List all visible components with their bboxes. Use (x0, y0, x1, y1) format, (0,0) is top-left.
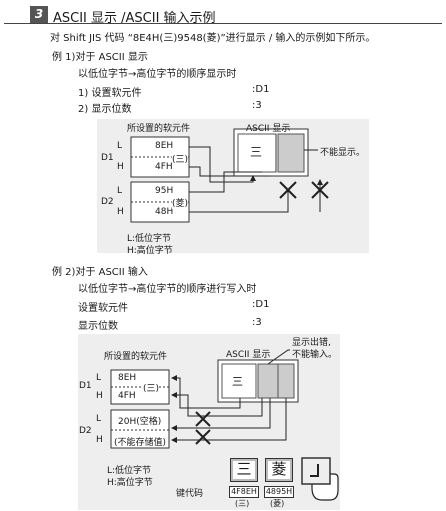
display2-cell-2 (257, 363, 279, 399)
ex2-keycode-label: 键代码 (176, 489, 204, 499)
ex1-d2-char: (菱) (172, 196, 189, 209)
section-header: 3 ASCII 显示 /ASCII 输入示例 (0, 0, 446, 26)
section-number-badge: 3 (30, 6, 48, 23)
blocked-x-mark-3 (195, 411, 211, 427)
ex1-d2-low-value: 95H (155, 186, 174, 196)
d1-device-label: 所设置的软元件 (127, 124, 191, 134)
ex2-device-label: 所设置的软元件 (104, 352, 168, 362)
header-divider (4, 23, 442, 24)
enter-key (301, 457, 331, 485)
ex1-d1-h: H (117, 162, 124, 172)
intro-text: 对 Shift JIS 代码 “8E4H(三)9548(菱)”进行显示 / 输入… (50, 33, 376, 44)
display2-cell-1 (221, 363, 257, 399)
ex2-d2-h: H (96, 435, 103, 445)
example1-setting-digits-value: :3 (252, 100, 262, 111)
ex2-d1-high-value: 4FH (118, 391, 136, 401)
ex2-legend-high: H:高位字节 (107, 478, 153, 488)
ex1-legend-low: L:低位字节 (127, 234, 172, 244)
ex2-d1-char: (三) (143, 381, 160, 394)
section-title: ASCII 显示 /ASCII 输入示例 (53, 11, 216, 26)
key2-sub: (菱) (270, 499, 285, 508)
example1-setting-digits-label: 2) 显示位数 (78, 104, 132, 115)
ex1-d2-h: H (117, 207, 124, 217)
key-san-button: 三 (230, 458, 258, 482)
ex2-d1-l: L (96, 373, 102, 383)
blocked-x-mark-1 (279, 181, 297, 199)
ex1-d1-label: D1 (101, 153, 114, 163)
example2-setting-digits-label: 显示位数 (78, 321, 118, 332)
ex1-display-char: 三 (250, 145, 263, 159)
ex1-d1-low-value: 8EH (155, 141, 174, 151)
ex1-d2-l: L (117, 186, 123, 196)
display2-cell-3 (277, 363, 295, 399)
ex2-d2-low-value: 20H(空格) (118, 417, 162, 427)
ex2-d1-h: H (96, 391, 103, 401)
ex2-error-line2: 不能输入。 (292, 350, 338, 360)
example2-setting-digits-value: :3 (252, 317, 262, 328)
ex2-display-char: 三 (232, 375, 243, 388)
example1-subtitle: 以低位字节→高位字节的顺序显示时 (78, 69, 237, 80)
ex1-d2-high-value: 48H (155, 207, 174, 217)
ex2-display-label: ASCII 显示 (226, 350, 271, 360)
example1-title: 例 1)对于 ASCII 显示 (52, 52, 148, 63)
example1-setting-device-value: :D1 (252, 84, 270, 95)
key2-code: 4895H (264, 486, 294, 498)
display-cell-1 (237, 133, 277, 173)
example1-setting-device-label: 1) 设置软元件 (78, 88, 142, 99)
example2-setting-device-label: 设置软元件 (78, 303, 128, 314)
display-cell-2 (277, 133, 305, 173)
key-ling-button: 菱 (265, 458, 293, 482)
ex1-d1-char: (三) (172, 152, 189, 165)
ex1-d2-label: D2 (101, 197, 114, 207)
ex2-d2-high-value: (不能存储值) (114, 438, 167, 448)
d1-display-label: ASCII 显示 (246, 124, 291, 134)
key1-code: 4F8EH (229, 486, 259, 498)
ex2-d1-low-value: 8EH (118, 373, 137, 383)
key1-sub: (三) (235, 499, 250, 508)
blocked-x-mark-4 (195, 429, 211, 445)
ex2-d1-label: D1 (79, 381, 92, 391)
ex2-legend-low: L:低位字节 (107, 466, 152, 476)
blocked-x-mark-2 (311, 181, 329, 199)
ex2-d2-l: L (96, 414, 102, 424)
example2-title: 例 2)对于 ASCII 输入 (52, 267, 148, 278)
ex1-d1-l: L (117, 141, 123, 151)
ex2-d2-label: D2 (79, 426, 92, 436)
ex1-not-displayable: 不能显示。 (320, 148, 366, 158)
ex1-d1-high-value: 4FH (155, 162, 173, 172)
example2-subtitle: 以低位字节→高位字节的顺序进行写入时 (78, 284, 257, 295)
example2-setting-device-value: :D1 (252, 299, 270, 310)
ex1-legend-high: H:高位字节 (127, 246, 173, 256)
ex2-error-line1: 显示出错, (292, 338, 331, 348)
d2-register-box-2 (110, 409, 170, 449)
